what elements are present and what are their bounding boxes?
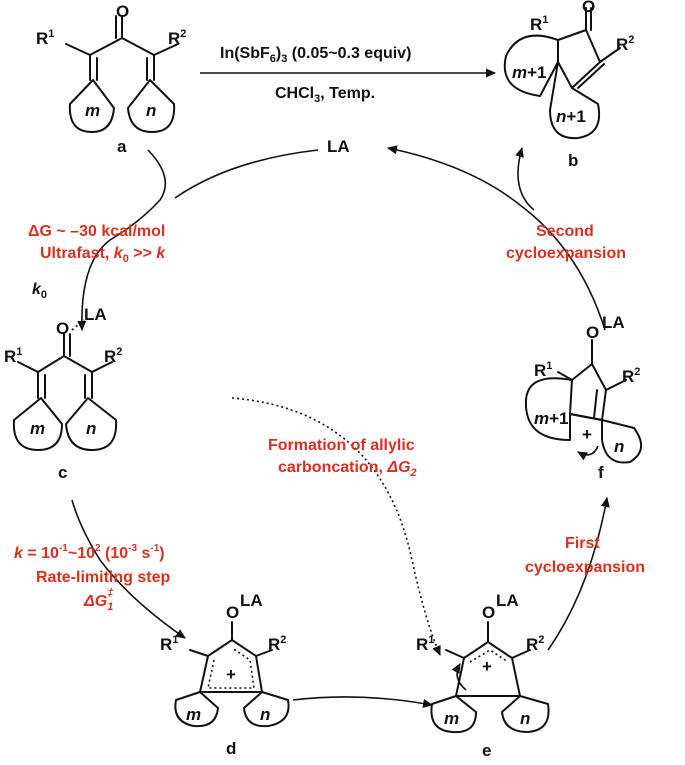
svg-text:R1: R1: [534, 360, 552, 380]
ring-m-label: m: [85, 101, 100, 120]
dotted-step-line2: carboncation, ΔG2: [278, 459, 417, 479]
ring-n-label: n: [146, 101, 156, 120]
r2-label: R: [616, 35, 628, 54]
r1-label: R: [530, 15, 542, 34]
lewis-acid-label: LA: [602, 313, 625, 332]
compound-d: O LA R1 R2 + m n d: [160, 591, 290, 758]
r2-label: R: [104, 347, 116, 366]
lewis-acid-label: LA: [84, 305, 107, 324]
oxygen-label: O: [56, 319, 69, 338]
ring-n-label: n: [520, 709, 530, 728]
charge-label: +: [226, 665, 236, 684]
oxygen-label: O: [586, 323, 599, 342]
step2-rate: k = 10-1~102 (10-3 s-1): [14, 543, 165, 562]
step2-energy: ΔG1‡: [83, 587, 114, 613]
lewis-acid-label: LA: [496, 591, 519, 610]
step2-label: Rate-limiting step: [36, 569, 170, 586]
ring-m-label: m: [30, 419, 45, 438]
compound-c: O LA R1 R2 m n c: [4, 305, 122, 482]
compound-a: O R1 R2 m n a: [36, 2, 186, 156]
r1-label: R: [534, 361, 546, 380]
svg-text:R2: R2: [168, 28, 186, 48]
svg-text:R2: R2: [268, 634, 286, 654]
lewis-acid-label: LA: [240, 591, 263, 610]
ring-n-label: n: [260, 705, 270, 724]
lewis-acid-label: LA: [327, 137, 350, 156]
first-line1: First: [565, 535, 600, 552]
compound-label-a: a: [117, 137, 127, 156]
ring-m-label: m: [444, 709, 459, 728]
svg-text:R1: R1: [4, 346, 22, 366]
compound-b: O R1 R2 m+1 n+1 b: [503, 0, 634, 170]
compound-label-e: e: [482, 741, 491, 760]
oxygen-label: O: [482, 603, 495, 622]
conditions-line1: In(SbF6)3 (0.05~0.3 equiv): [220, 45, 411, 65]
compound-label-d: d: [226, 739, 236, 758]
charge-label: +: [582, 425, 592, 444]
svg-text:R2: R2: [526, 634, 544, 654]
ring-n-label: n+1: [556, 107, 586, 126]
first-line2: cycloexpansion: [525, 559, 645, 576]
r1-label: R: [4, 347, 16, 366]
r1-label: R: [416, 635, 428, 654]
oxygen-label: O: [226, 603, 239, 622]
oxygen-label: O: [116, 2, 129, 21]
svg-text:R1: R1: [416, 634, 434, 654]
svg-text:R2: R2: [104, 346, 122, 366]
compound-f: O LA R1 R2 m+1 + n f: [524, 313, 642, 482]
dotted-step-annotation: Formation of allylic carboncation, ΔG2: [268, 437, 417, 479]
compound-label-f: f: [598, 463, 604, 482]
step1-annotation: ΔG ~ –30 kcal/mol Ultrafast, k0 >> k k0: [28, 223, 166, 301]
conditions-line2: CHCl3, Temp.: [275, 85, 375, 105]
oxygen-label: O: [582, 0, 595, 16]
first-cycloexpansion-annotation: First cycloexpansion: [525, 535, 645, 576]
dotted-step-line1: Formation of allylic: [268, 437, 415, 454]
charge-label: +: [482, 657, 492, 676]
svg-text:R1: R1: [36, 28, 54, 48]
compound-label-b: b: [568, 151, 578, 170]
second-cycloexpansion-annotation: Second cycloexpansion: [506, 223, 626, 262]
ring-n-label: n: [614, 437, 624, 456]
compound-e: O LA R1 R2 + m n e: [416, 591, 550, 760]
ring-n-label: n: [86, 419, 96, 438]
r2-label: R: [622, 367, 634, 386]
compound-label-c: c: [58, 463, 67, 482]
svg-text:R2: R2: [622, 366, 640, 386]
ring-m-label: m: [186, 705, 201, 724]
step1-rate: Ultrafast, k0 >> k: [40, 245, 166, 265]
step1-energy: ΔG ~ –30 kcal/mol: [28, 223, 165, 240]
cycle-arrows: [71, 145, 610, 708]
step2-annotation: k = 10-1~102 (10-3 s-1) Rate-limiting st…: [14, 543, 170, 613]
r2-label: R: [526, 635, 538, 654]
r2-label: R: [168, 29, 180, 48]
r1-label: R: [36, 29, 48, 48]
ring-m-label: m+1: [534, 409, 569, 428]
step1-rate-constant: k0: [32, 281, 47, 301]
svg-text:R1: R1: [530, 14, 548, 34]
second-line1: Second: [536, 223, 594, 240]
r1-label: R: [160, 635, 172, 654]
ring-m-label: m+1: [512, 63, 547, 82]
second-line2: cycloexpansion: [506, 245, 626, 262]
svg-text:R2: R2: [616, 34, 634, 54]
r2-label: R: [268, 635, 280, 654]
reaction-arrow: In(SbF6)3 (0.05~0.3 equiv) CHCl3, Temp.: [200, 45, 497, 105]
svg-text:R1: R1: [160, 634, 178, 654]
